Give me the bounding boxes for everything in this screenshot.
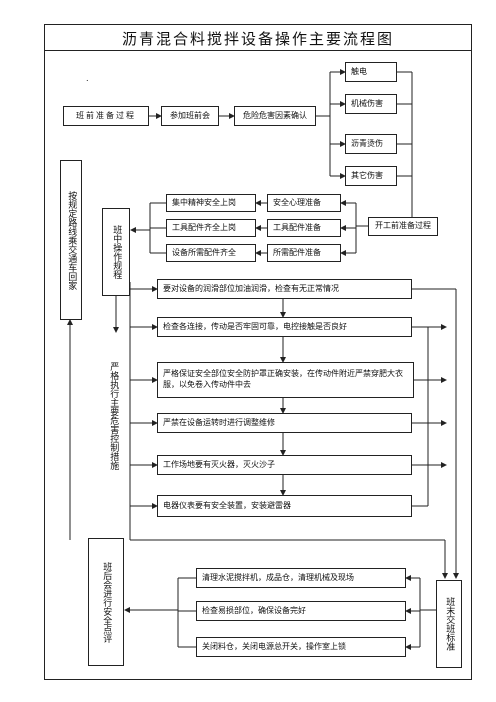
diagram-frame (44, 24, 472, 680)
prep-parts-box: 设备所需配件齐全 (166, 244, 256, 262)
step-electrical-safety: 电器仪表要有安全装置，安装避雷器 (157, 495, 412, 517)
title-divider (44, 50, 472, 51)
prep-tools-box: 工具配件齐全上岗 (166, 219, 256, 237)
pre-shift-meeting-box: 参加班前会 (161, 106, 219, 126)
prep-focus-box: 集中精神安全上岗 (166, 194, 256, 212)
diagram-title: 沥青混合料搅拌设备操作主要流程图 (121, 30, 394, 48)
post-task-shutdown: 关闭料仓，关闭电源总开关，操作室上锁 (196, 637, 406, 657)
route-home-box: 按规定路线乘交通车回家 (60, 160, 82, 320)
step-fire-extinguisher: 工作场地要有灭火器，灭火沙子 (157, 455, 412, 475)
parts-prep-box: 所需配件准备 (267, 244, 341, 262)
step-guard-install: 严格保证安全部位安全防护罩正确安装，在传动件附近严禁穿肥大衣服，以免卷入传动件中… (157, 362, 414, 398)
step-check-connections: 检查各连接，传动是否牢固可靠，电控接触是否良好 (157, 317, 412, 337)
tool-prep-box: 工具配件准备 (267, 219, 341, 237)
stray-dot: . (86, 74, 89, 83)
hazard-other-injury: 其它伤害 (345, 166, 397, 186)
shift-handover-standard-box: 班末交班标准 (436, 580, 462, 668)
step-no-maintenance-running: 严禁在设备运转时进行调整维修 (157, 413, 412, 433)
pre-start-box: 开工前准备过程 (368, 217, 438, 236)
step-lubricate: 要对设备的润滑部位加油润滑，检查有无正常情况 (157, 279, 412, 299)
post-task-inspect: 检查易损部位，确保设备完好 (196, 601, 406, 621)
hazard-asphalt-burn: 沥青烫伤 (345, 134, 397, 154)
hazard-confirm-box: 危险危害因素确认 (234, 106, 316, 126)
pre-shift-box: 班前准备过程 (63, 106, 149, 126)
hazard-mechanical-injury: 机械伤害 (345, 94, 397, 114)
in-shift-rules-box: 班中操作规程 (102, 208, 130, 296)
hazard-electric-shock: 触电 (345, 62, 397, 82)
post-shift-review-box: 班后会进行安全点评 (88, 538, 124, 666)
hazard-control-label: 严格执行主要危害控制措施 (100, 334, 126, 498)
post-task-cleanup: 清理水泥搅拌机，成品仓，清理机械及现场 (196, 568, 406, 588)
mental-prep-box: 安全心理准备 (267, 194, 341, 212)
